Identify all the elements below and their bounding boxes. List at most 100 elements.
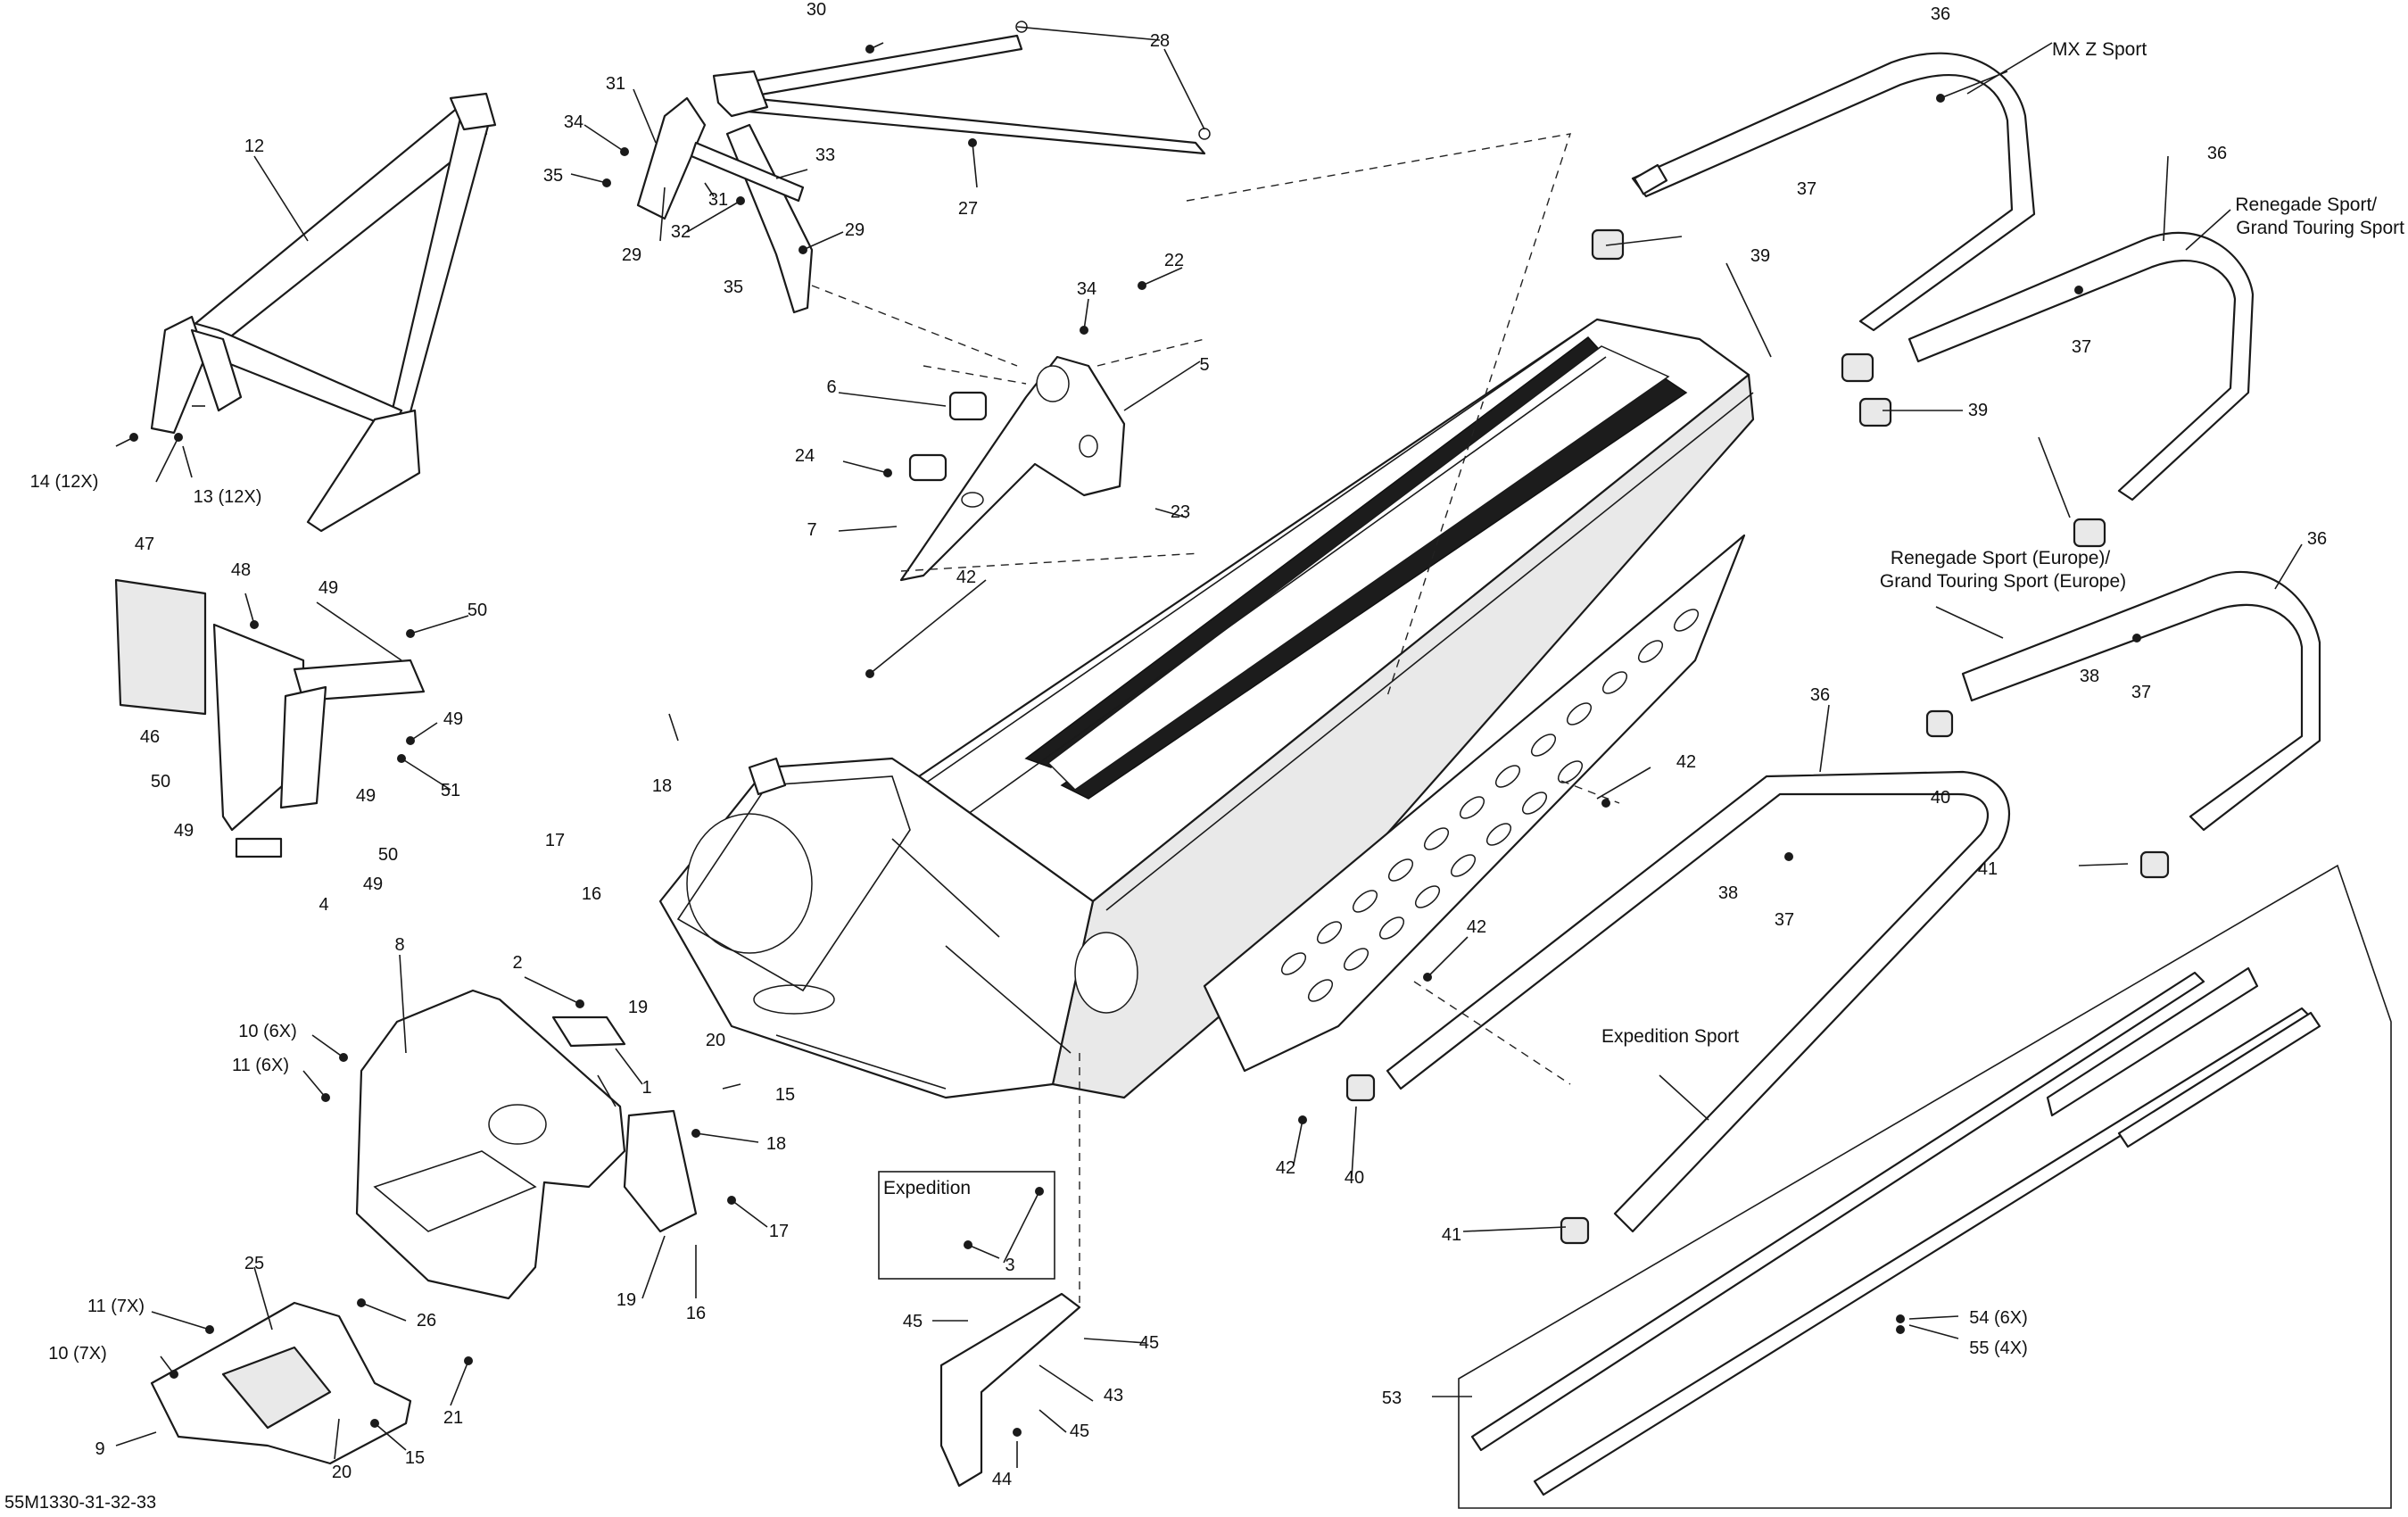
callout-10b: 10 (7X) [48, 1344, 107, 1364]
callout-45b: 45 [1139, 1333, 1159, 1353]
steering-support-27 [712, 21, 1211, 155]
skid-43 [939, 1292, 1081, 1488]
callout-37d: 37 [1775, 910, 1794, 930]
callout-50c: 50 [378, 845, 398, 865]
callout-27: 27 [958, 199, 978, 219]
rear-bumper-mxz [1631, 52, 2036, 332]
callout-35b: 35 [724, 278, 743, 297]
callout-37a: 37 [1797, 179, 1816, 199]
callout-30: 30 [807, 0, 826, 20]
callout-53: 53 [1382, 1389, 1402, 1408]
callout-19a: 19 [628, 998, 648, 1017]
callout-5: 5 [1199, 355, 1209, 375]
callout-45a: 45 [903, 1312, 923, 1331]
callout-labels: 1 2 3 4 5 6 7 8 9 10 (6X) 10 (7X) 11 (6X… [30, 0, 2327, 1489]
rear-bumper-renegade-europe [1961, 570, 2321, 832]
callout-9: 9 [95, 1439, 104, 1459]
callout-7: 7 [807, 520, 816, 540]
support-bracket-5 [899, 355, 1126, 582]
callout-40b: 40 [1345, 1168, 1364, 1188]
callout-13: 13 (12X) [194, 487, 262, 507]
callout-23: 23 [1171, 502, 1190, 522]
callout-55: 55 (4X) [1969, 1339, 2028, 1358]
rear-bumper-renegade [1907, 231, 2255, 502]
callout-49a: 49 [319, 578, 338, 598]
model-labels: MX Z Sport Renegade Sport/ Grand Touring… [883, 39, 2404, 1198]
assembly-lines [811, 133, 1620, 1303]
callout-12: 12 [244, 137, 264, 156]
callout-36d: 36 [1810, 685, 1830, 705]
callout-17a: 17 [545, 831, 565, 850]
label-renegade-europe-line2: Grand Touring Sport (Europe) [1880, 571, 2126, 592]
callout-36a: 36 [1931, 4, 1950, 24]
callout-11a: 11 (6X) [232, 1056, 289, 1075]
callout-20b: 20 [332, 1463, 352, 1482]
label-expedition-box: Expedition [883, 1178, 971, 1198]
tunnel-assembly [658, 318, 1755, 1099]
callout-40a: 40 [1931, 788, 1950, 808]
callout-25: 25 [244, 1254, 264, 1273]
callout-10a: 10 (6X) [238, 1022, 297, 1041]
callout-36c: 36 [2307, 529, 2327, 549]
callout-42d: 42 [1276, 1158, 1295, 1178]
panels-46-47 [114, 578, 426, 858]
tunnel-cutouts [1280, 609, 1700, 1002]
callout-16b: 16 [686, 1304, 706, 1323]
callout-14: 14 (12X) [30, 472, 99, 492]
steering-arms-29 [636, 96, 814, 314]
callout-41a: 41 [1978, 859, 1998, 879]
callout-17b: 17 [769, 1222, 789, 1241]
callout-51: 51 [441, 781, 460, 800]
callout-34a: 34 [564, 112, 583, 132]
callout-1: 1 [641, 1078, 651, 1098]
callout-43: 43 [1104, 1386, 1123, 1405]
callout-50a: 50 [468, 601, 487, 620]
callout-44: 44 [992, 1470, 1012, 1489]
callout-20a: 20 [706, 1031, 725, 1050]
callout-4: 4 [319, 895, 328, 915]
callout-16a: 16 [582, 884, 601, 904]
callout-47: 47 [135, 535, 154, 554]
label-renegade-sport: Renegade Sport/ Grand Touring Sport [2235, 195, 2404, 238]
callout-2: 2 [512, 953, 522, 973]
callout-31a: 31 [606, 74, 625, 94]
callout-39a: 39 [1750, 246, 1770, 266]
callout-50b: 50 [151, 772, 170, 792]
callout-42a: 42 [956, 568, 976, 587]
callout-31b: 31 [708, 190, 728, 210]
callout-26: 26 [417, 1311, 436, 1330]
callout-21: 21 [443, 1408, 463, 1428]
figure-code: 55M1330-31-32-33 [4, 1493, 156, 1513]
callout-48: 48 [231, 560, 251, 580]
callout-29b: 29 [845, 220, 865, 240]
front-bumper-12 [150, 92, 497, 533]
callout-49b: 49 [443, 709, 463, 729]
label-renegade-sport-europe: Renegade Sport (Europe)/ Grand Touring S… [1880, 548, 2126, 592]
callout-18b: 18 [766, 1134, 786, 1154]
callout-39b: 39 [1968, 401, 1988, 420]
callout-18a: 18 [652, 776, 672, 796]
callout-54: 54 (6X) [1969, 1308, 2028, 1328]
callout-45c: 45 [1070, 1422, 1089, 1441]
callout-42b: 42 [1676, 752, 1696, 772]
callout-28: 28 [1150, 31, 1170, 51]
label-renegade-sport-line2: Grand Touring Sport [2236, 218, 2404, 238]
running-board-rails-53 [1470, 966, 2321, 1496]
label-renegade-sport-line1: Renegade Sport/ [2235, 195, 2377, 215]
callout-19b: 19 [616, 1290, 636, 1310]
callout-49d: 49 [174, 821, 194, 841]
callout-8: 8 [394, 935, 404, 955]
callout-15b: 15 [405, 1448, 425, 1468]
callout-37b: 37 [2072, 337, 2091, 357]
callout-37c: 37 [2131, 683, 2151, 702]
block-1 [551, 1015, 626, 1048]
callout-41b: 41 [1442, 1225, 1461, 1245]
running-board-box [1458, 864, 2392, 1509]
callout-29a: 29 [622, 245, 641, 265]
expedition-inset-box [878, 1171, 1055, 1280]
rear-bumper-expedition [1386, 770, 2011, 1233]
callout-24: 24 [795, 446, 815, 466]
callout-38a: 38 [2080, 667, 2099, 686]
fasteners [129, 45, 2141, 1437]
